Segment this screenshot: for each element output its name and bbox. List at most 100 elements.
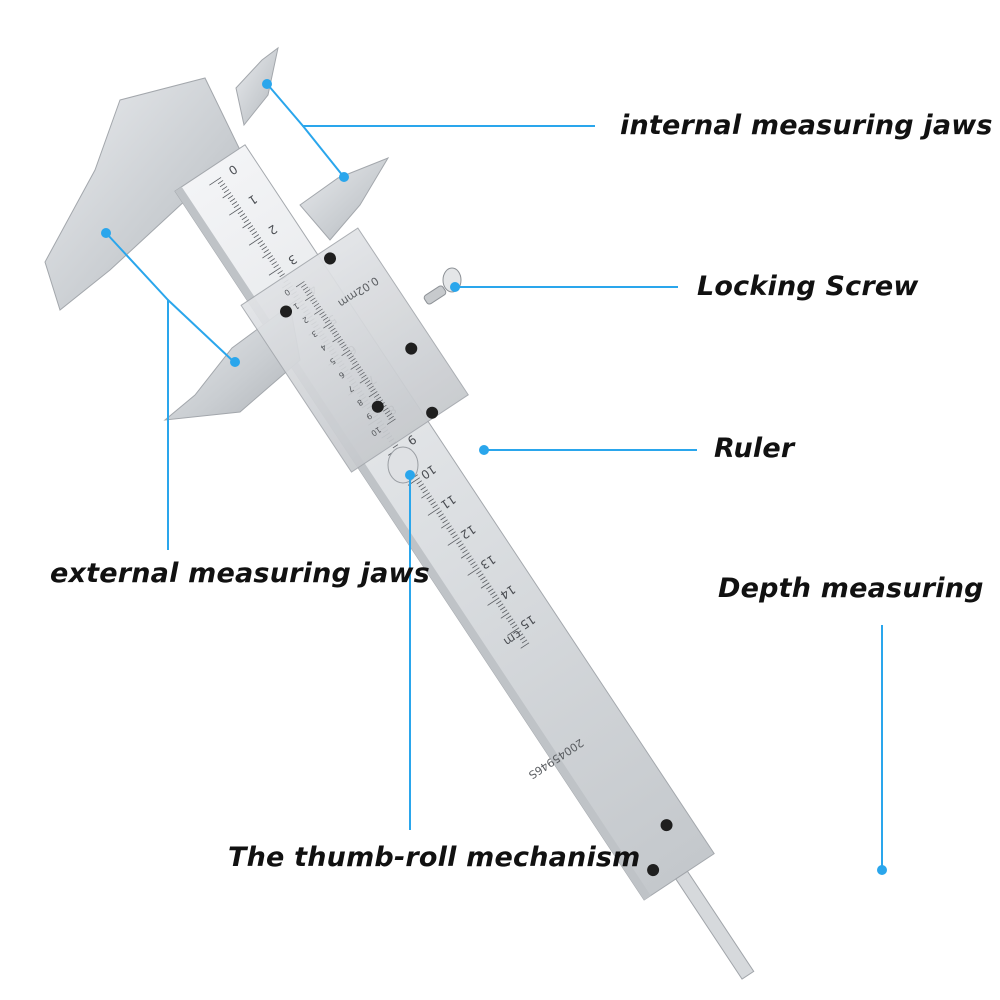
vernier-scale-tick <box>337 338 343 343</box>
rivet <box>405 342 418 355</box>
ruler-label: Ruler <box>714 433 795 464</box>
vernier-scale-tick <box>370 388 376 393</box>
rivet <box>324 252 337 265</box>
vernier-scale-tick <box>350 358 356 363</box>
external-jaws-callout-branch <box>167 299 235 363</box>
vernier-scale-number: 4 <box>319 342 328 352</box>
vernier-scale-tick <box>339 341 345 346</box>
external-jaws-label: external measuring jaws <box>50 558 430 589</box>
thumb-roll-label: The thumb-roll mechanism <box>228 842 641 873</box>
vernier-scale-tick <box>346 352 352 357</box>
main-scale-tick <box>227 195 234 200</box>
main-scale-tick <box>257 240 264 245</box>
main-scale-tick <box>519 636 526 641</box>
main-scale-tick <box>442 519 448 524</box>
main-scale-tick <box>515 630 522 635</box>
main-scale-tick <box>268 267 281 276</box>
main-scale-tick <box>219 183 226 188</box>
vernier-scale-number: 5 <box>328 356 337 366</box>
vernier-scale-number: 9 <box>364 411 373 421</box>
vernier-scale-tick <box>341 344 347 349</box>
vernier-scale-tick <box>359 371 365 376</box>
vernier-scale-tick <box>304 294 314 301</box>
main-scale-tick <box>273 264 279 269</box>
vernier-scale-tick <box>361 374 367 379</box>
main-scale-tick <box>492 594 498 599</box>
vernier-scale-tick <box>373 393 380 398</box>
main-scale-tick <box>501 609 508 614</box>
vernier-scale-tick <box>388 415 394 420</box>
external-jaws-callout-line <box>106 233 169 550</box>
main-scale-tick <box>229 207 242 216</box>
vernier-scale-number: 7 <box>346 383 355 393</box>
internal-jaws-callout-line <box>267 84 595 127</box>
vernier-scale-number: 1 <box>292 301 301 311</box>
main-scale-tick <box>231 201 238 206</box>
internal-jaws-label: internal measuring jaws <box>620 110 993 141</box>
vernier-scale-tick <box>352 360 358 365</box>
vernier-scale-tick <box>383 407 389 412</box>
vernier-scale-tick <box>306 292 312 296</box>
main-scale-tick <box>517 633 524 638</box>
main-scale-tick <box>499 606 506 611</box>
main-scale-tick <box>277 270 283 275</box>
main-scale-tick <box>259 243 265 248</box>
vernier-scale-tick <box>384 410 391 415</box>
vernier-scale-tick <box>304 289 311 294</box>
vernier-scale-number: 8 <box>355 397 364 407</box>
sliding-internal-jaw <box>299 156 390 241</box>
vernier-scale-tick <box>323 322 332 329</box>
main-scale-tick <box>478 573 484 578</box>
main-scale-tick <box>482 579 488 584</box>
internal-jaws-callout-branch <box>302 125 344 177</box>
main-scale-tick <box>466 555 472 560</box>
main-scale-tick <box>261 246 267 251</box>
main-scale-tick <box>430 501 436 506</box>
main-scale-tick <box>472 564 478 569</box>
main-scale-tick <box>420 486 426 491</box>
main-scale-tick <box>438 513 444 518</box>
main-scale-tick <box>253 234 260 239</box>
main-scale-tick <box>480 576 486 581</box>
main-scale-tick <box>223 189 230 194</box>
main-scale-tick <box>500 612 510 619</box>
main-scale-tick <box>486 585 492 590</box>
locking-screw-callout-dot <box>450 282 460 292</box>
vernier-scale-tick <box>350 363 360 370</box>
vernier-scale-tick <box>368 391 378 398</box>
main-scale-tick <box>480 582 490 589</box>
main-scale-tick <box>446 525 452 530</box>
vernier-scale-tick <box>364 380 371 385</box>
main-scale-tick <box>496 600 502 605</box>
main-scale-tick <box>436 510 442 515</box>
ruler-callout-dot <box>479 445 489 455</box>
vernier-scale-tick <box>302 286 309 291</box>
vernier-scale-tick <box>348 355 354 360</box>
depth-label: Depth measuring <box>718 573 984 604</box>
main-scale-tick <box>468 558 474 563</box>
main-scale-tick <box>422 489 428 494</box>
vernier-scale-tick <box>341 349 351 356</box>
vernier-scale-tick <box>359 377 369 384</box>
main-scale-tick <box>432 504 438 509</box>
main-scale-tick <box>458 543 464 548</box>
main-scale-tick <box>452 534 458 539</box>
main-scale-tick <box>467 567 480 576</box>
main-scale-tick <box>222 192 232 199</box>
main-scale-tick <box>440 516 446 521</box>
vernier-scale-tick <box>332 336 342 343</box>
main-scale-tick <box>243 219 250 224</box>
vernier-scale-tick <box>310 297 316 302</box>
vernier-scale-tick <box>342 347 349 352</box>
rivet <box>280 305 293 318</box>
rivet <box>371 400 384 413</box>
main-scale-tick <box>229 198 236 203</box>
main-scale-tick <box>241 216 248 221</box>
main-scale-tick <box>507 627 520 636</box>
main-scale-tick <box>456 540 462 545</box>
vernier-scale-tick <box>324 319 331 324</box>
